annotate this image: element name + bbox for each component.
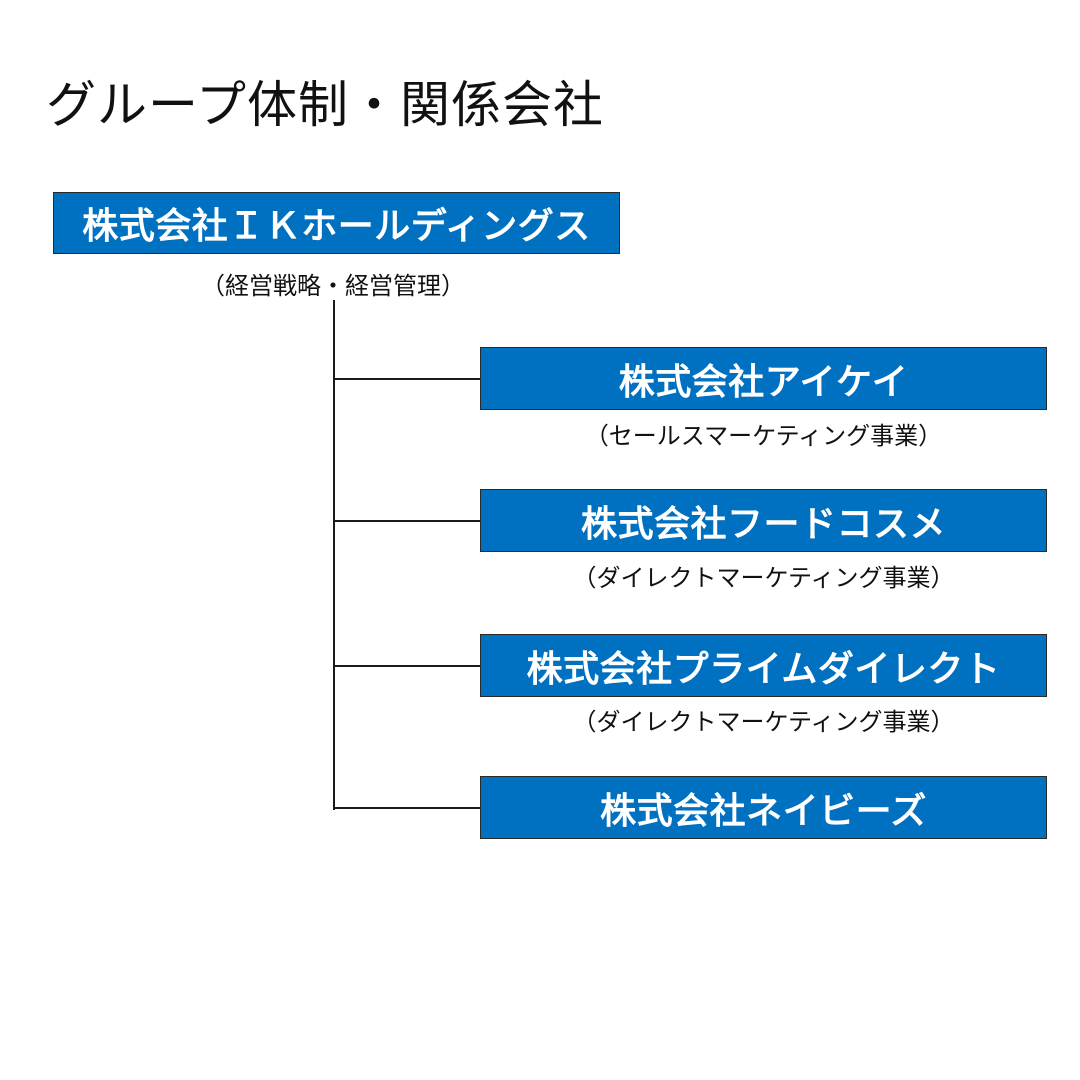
parent-company-box: 株式会社ＩＫホールディングス <box>53 192 620 254</box>
subsidiary-name-3: 株式会社プライムダイレクト <box>526 648 1001 690</box>
subsidiary-name-2: 株式会社フードコスメ <box>580 503 946 545</box>
page-title: グループ体制・関係会社 <box>46 76 604 134</box>
branch-connector-1 <box>333 378 481 380</box>
subsidiary-role-3: （ダイレクトマーケティング事業） <box>572 708 955 736</box>
subsidiary-role-1: （セールスマーケティング事業） <box>584 422 943 450</box>
subsidiary-box-1: 株式会社アイケイ <box>480 347 1047 410</box>
subsidiary-box-2: 株式会社フードコスメ <box>480 489 1047 552</box>
subsidiary-box-4: 株式会社ネイビーズ <box>480 776 1047 839</box>
subsidiary-box-3: 株式会社プライムダイレクト <box>480 634 1047 697</box>
parent-company-name: 株式会社ＩＫホールディングス <box>82 206 591 247</box>
subsidiary-role-2: （ダイレクトマーケティング事業） <box>572 564 955 592</box>
subsidiary-name-4: 株式会社ネイビーズ <box>600 790 927 832</box>
branch-connector-2 <box>333 520 481 522</box>
vertical-connector <box>333 300 335 810</box>
branch-connector-4 <box>333 807 481 809</box>
branch-connector-3 <box>333 665 481 667</box>
parent-company-role: （経営戦略・経営管理） <box>201 272 465 300</box>
subsidiary-name-1: 株式会社アイケイ <box>618 361 909 403</box>
